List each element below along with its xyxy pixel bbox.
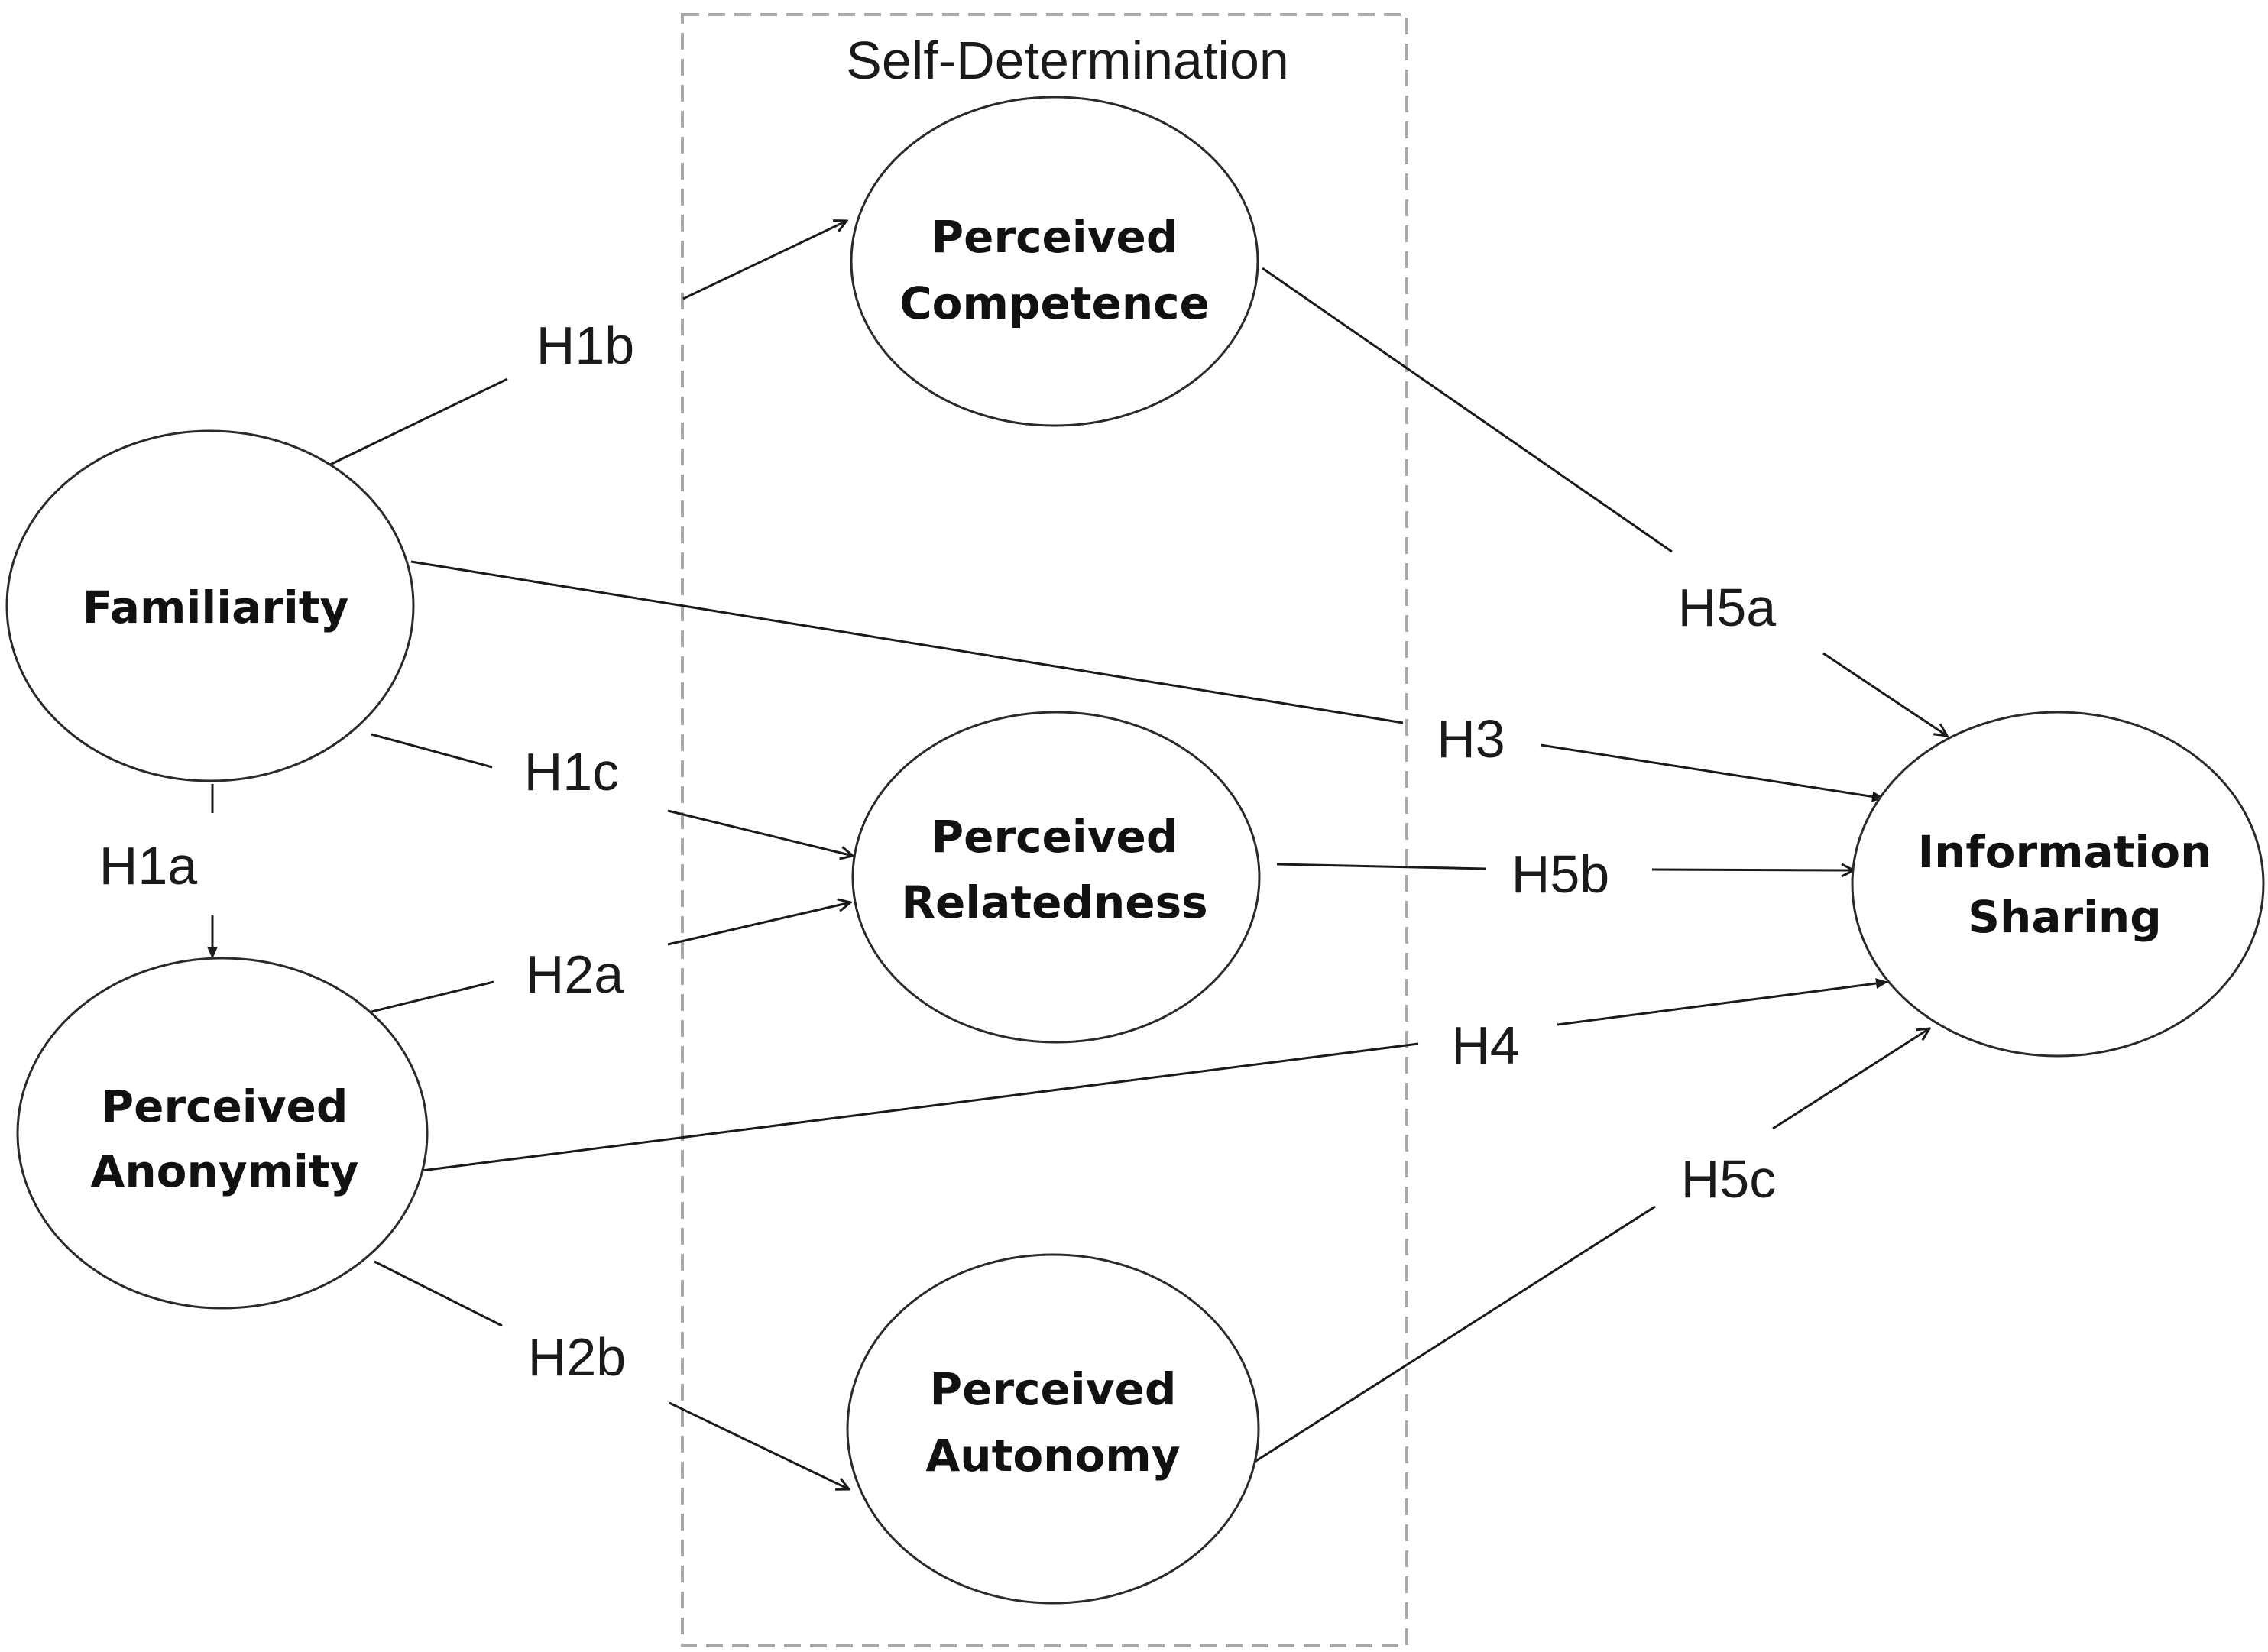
node-perceived-autonomy-label-line2: Autonomy	[925, 1430, 1180, 1482]
edge-h2a-segment-2	[667, 902, 851, 946]
node-perceived-autonomy: Perceived Autonomy	[846, 1253, 1260, 1605]
node-perceived-relatedness-label-line1: Perceived	[932, 811, 1178, 863]
node-perceived-relatedness: Perceived Relatedness	[851, 711, 1261, 1044]
node-familiarity: Familiarity	[5, 429, 415, 782]
node-perceived-anonymity: Perceived Anonymity	[16, 957, 429, 1310]
node-information-sharing-label-line1: Information	[1918, 826, 2212, 878]
edge-label-h5b: H5b	[1511, 844, 1609, 904]
node-perceived-autonomy-ellipse	[846, 1253, 1260, 1605]
node-information-sharing: Information Sharing	[1851, 711, 2265, 1058]
edge-h1b-segment-2	[682, 221, 847, 300]
edge-h5b-segment-1	[1276, 863, 1486, 870]
edge-h3-segment-1	[410, 560, 1404, 724]
edge-label-h1b: H1b	[536, 316, 634, 375]
edge-h5a-segment-2	[1823, 652, 1947, 736]
self-determination-label: Self-Determination	[846, 31, 1289, 90]
edge-label-h4: H4	[1451, 1015, 1519, 1075]
node-perceived-relatedness-ellipse	[851, 711, 1261, 1044]
edge-h1b-segment-1	[328, 377, 508, 467]
edge-h2a-segment-1	[371, 980, 494, 1013]
node-perceived-anonymity-label-line1: Perceived	[102, 1080, 348, 1132]
edge-label-h5a: H5a	[1678, 578, 1776, 637]
node-familiarity-ellipse	[5, 429, 415, 782]
node-perceived-competence-ellipse	[850, 96, 1259, 427]
edge-label-h3: H3	[1437, 709, 1505, 769]
edge-h1c-segment-2	[667, 809, 853, 856]
node-perceived-relatedness-label-line2: Relatedness	[901, 876, 1207, 928]
node-perceived-competence: Perceived Competence	[850, 96, 1259, 427]
node-information-sharing-label-line2: Sharing	[1968, 891, 2162, 943]
edge-label-h2a: H2a	[526, 944, 624, 1004]
self-determination-group-box	[681, 13, 1408, 1647]
edge-h2b-segment-1	[374, 1260, 503, 1327]
node-perceived-anonymity-ellipse	[16, 957, 429, 1310]
node-perceived-autonomy-label-line1: Perceived	[930, 1363, 1177, 1415]
node-familiarity-label: Familiarity	[83, 581, 349, 633]
node-information-sharing-ellipse	[1851, 711, 2265, 1058]
node-perceived-competence-label-line1: Perceived	[932, 211, 1178, 263]
node-perceived-anonymity-label-line2: Anonymity	[91, 1145, 359, 1197]
edge-h5c-segment-1	[1254, 1205, 1656, 1463]
edge-label-h2b: H2b	[528, 1327, 626, 1387]
edge-h2b-segment-2	[669, 1401, 849, 1489]
edge-label-h5c: H5c	[1681, 1149, 1776, 1209]
edge-h5a-segment-1	[1262, 267, 1673, 553]
edge-h5c-segment-2	[1772, 1028, 1929, 1130]
node-perceived-competence-label-line2: Competence	[899, 277, 1210, 329]
edge-label-h1a: H1a	[99, 836, 197, 896]
edge-h3-segment-2	[1540, 743, 1885, 802]
edge-h4-segment-2	[1557, 978, 1889, 1026]
edge-label-h1c: H1c	[524, 742, 619, 802]
edge-h4-segment-1	[421, 1042, 1419, 1172]
edge-h1c-segment-1	[371, 733, 493, 769]
